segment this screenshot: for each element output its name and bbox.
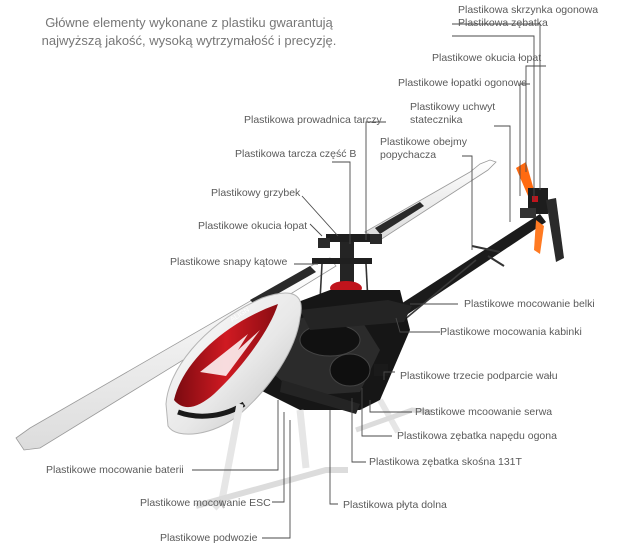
label-tail-blades: Plastikowe łopatki ogonowe: [398, 77, 527, 89]
label-canopy-mount: Plastikowe mocowania kabinki: [440, 326, 582, 338]
label-tail-gearbox: Plastikowa skrzynka ogonowa: [458, 4, 599, 16]
label-head-button: Plastikowy grzybek: [211, 187, 301, 199]
label-landing-gear: Plastikowe podwozie: [160, 532, 258, 544]
landing-gear-skids: [195, 398, 433, 511]
label-swash-part-b: Plastikowa tarcza część B: [235, 148, 357, 160]
label-pushrod-guides: Plastikowe obejmy popychacza: [380, 136, 467, 161]
main-frame: [250, 290, 412, 414]
intro-text: Główne elementy wykonane z plastiku gwar…: [14, 14, 364, 50]
label-esc-mount: Plastikowe mocowanie ESC: [140, 497, 271, 509]
intro-line-1: Główne elementy wykonane z plastiku gwar…: [45, 15, 333, 30]
leader-lines: [192, 23, 546, 539]
intro-line-2: najwyższą jakość, wysoką wytrzymałość i …: [41, 33, 337, 48]
label-boom-mount: Plastikowe mocowanie belki: [464, 298, 595, 310]
main-rotor-blade-right: ALIGN: [364, 159, 497, 241]
label-tail-drive-gear: Plastikowa zębatka napędu ogona: [397, 430, 557, 442]
label-swash-guide: Plastikowa prowadnica tarczy: [244, 114, 382, 126]
label-third-bearing: Plastikowe trzecie podparcie wału: [400, 370, 558, 382]
label-bottom-plate: Plastikowa płyta dolna: [343, 499, 447, 511]
label-tail-gear: Plastikowa zębatka: [458, 17, 548, 29]
tail-rotor: [516, 162, 564, 262]
label-blade-grips-tail: Plastikowe okucia łopat: [432, 52, 542, 64]
label-stabilizer-mount: Plastikowy uchwyt statecznika: [410, 101, 496, 126]
label-helical-gear: Plastikowa zębatka skośna 131T: [369, 456, 522, 468]
label-battery-mount: Plastikowe mocowanie baterii: [46, 464, 184, 476]
canopy: ALIGN: [165, 292, 302, 435]
label-angle-snaps: Plastikowe snapy kątowe: [170, 256, 288, 268]
label-servo-mount: Plastikowe mcoowanie serwa: [415, 406, 553, 418]
label-blade-grips-main: Plastikowe okucia łopat: [198, 220, 308, 232]
